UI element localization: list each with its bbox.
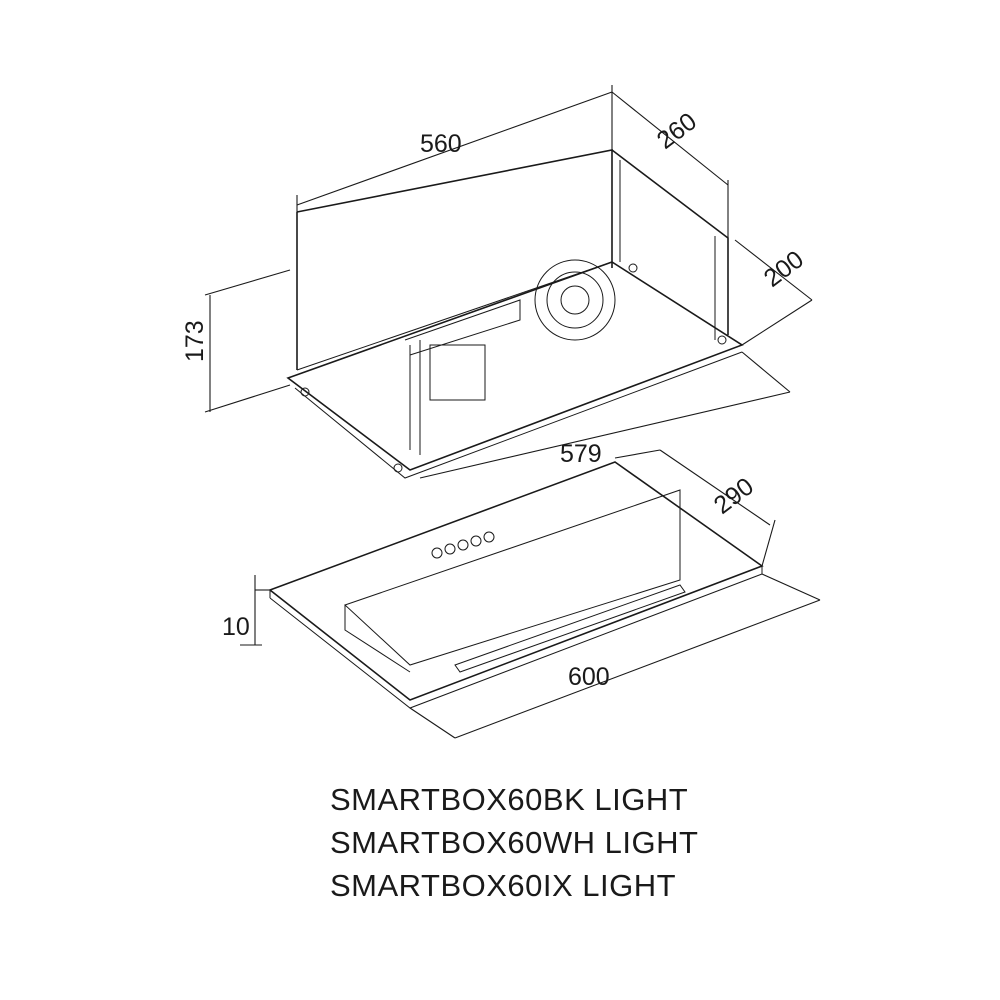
hood-body (286, 149, 744, 479)
dimension-579: 579 (560, 440, 602, 468)
dimension-260: 260 (652, 107, 702, 154)
dimension-200: 200 (759, 245, 809, 292)
model-name: SMARTBOX60BK LIGHT (330, 782, 689, 817)
dimension-600: 600 (568, 663, 610, 691)
dimension-560: 560 (420, 130, 462, 158)
control-buttons (431, 531, 495, 559)
hood-panel (268, 461, 764, 709)
model-name: SMARTBOX60IX LIGHT (330, 868, 677, 903)
dimension-173: 173 (181, 320, 209, 362)
dimension-lines (204, 85, 821, 739)
dimension-10: 10 (222, 613, 250, 641)
model-name: SMARTBOX60WH LIGHT (330, 825, 699, 860)
model-list: SMARTBOX60BK LIGHT SMARTBOX60WH LIGHT SM… (330, 778, 698, 907)
